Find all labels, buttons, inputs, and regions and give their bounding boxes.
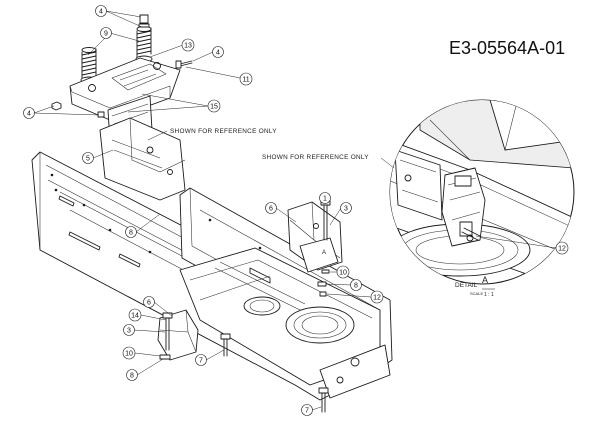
detail-letter: A — [482, 275, 488, 285]
callout-3-upper: 3 — [344, 206, 348, 213]
callout-3-lower: 3 — [127, 328, 131, 335]
section-marker: A — [322, 250, 326, 256]
seat-spring-right — [135, 14, 153, 63]
callout-9: 9 — [104, 31, 108, 38]
main-frame — [31, 117, 393, 401]
pivot-bracket-lower — [157, 309, 199, 361]
callout-7-center: 7 — [199, 358, 203, 365]
callout-4-top: 4 — [99, 9, 103, 16]
callout-4-right: 4 — [216, 50, 220, 57]
callout-11: 11 — [242, 77, 249, 84]
callout-8-bracket: 8 — [354, 283, 358, 290]
callout-8-rail: 8 — [129, 230, 133, 237]
callout-1: 1 — [323, 196, 327, 203]
detail-scale-value: 1 : 1 — [484, 292, 494, 298]
callout-14: 14 — [131, 313, 139, 320]
reference-note-main: SHOWN FOR REFERENCE ONLY — [170, 128, 277, 135]
callout-6-upper: 6 — [269, 206, 273, 213]
callout-12-main: 12 — [373, 295, 381, 302]
callout-4-left: 4 — [27, 111, 31, 118]
callout-6-lower: 6 — [147, 300, 151, 307]
callout-10-upper: 10 — [339, 270, 347, 277]
callout-5: 5 — [86, 156, 90, 163]
reference-note-detail: SHOWN FOR REFERENCE ONLY — [262, 154, 369, 161]
callout-10-lower: 10 — [125, 351, 133, 358]
callout-7-bottom: 7 — [305, 408, 309, 415]
pivot-bracket-upper — [287, 199, 343, 297]
callouts: 4 9 13 4 11 15 4 5 8 — [23, 5, 384, 416]
callout-13: 13 — [184, 43, 192, 50]
part-number: E3-05564A-01 — [449, 38, 565, 58]
detail-label: DETAIL — [455, 282, 478, 289]
detail-caption: DETAIL A SCALE 1 : 1 — [455, 275, 495, 298]
callout-15: 15 — [210, 104, 218, 111]
callout-12-detail: 12 — [558, 246, 566, 253]
callout-8-lower: 8 — [130, 373, 134, 380]
detail-scale-label: SCALE — [470, 291, 483, 296]
